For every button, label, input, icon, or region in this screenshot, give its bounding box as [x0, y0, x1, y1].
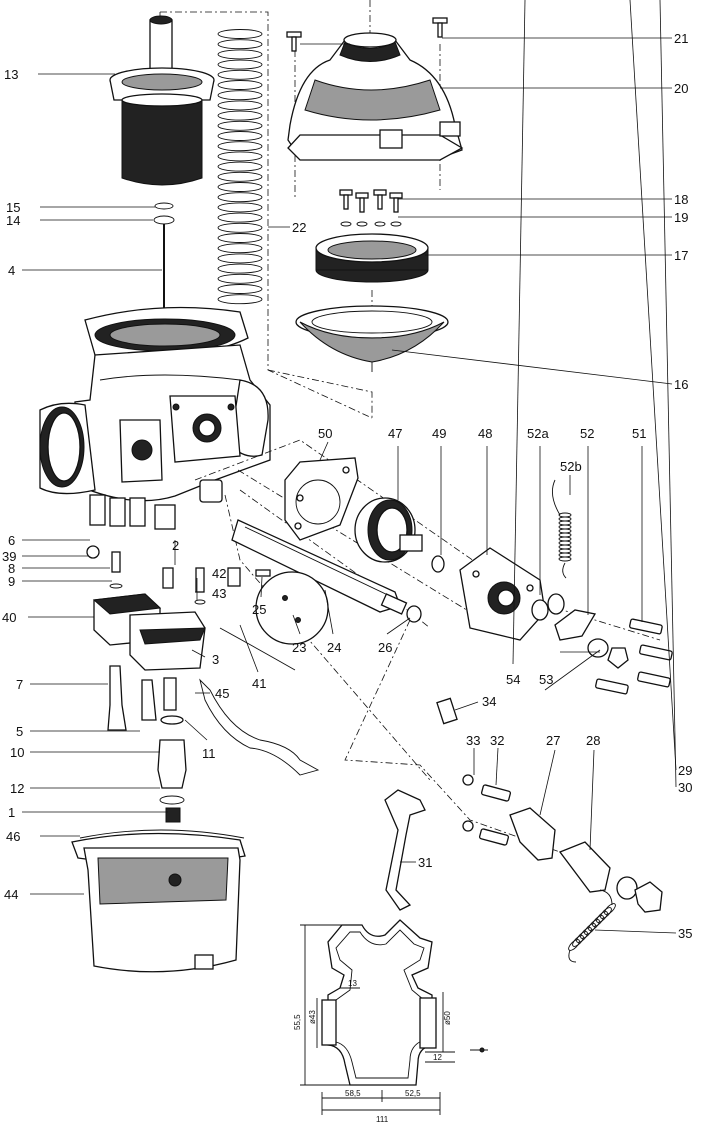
callout-52: 52: [580, 426, 594, 441]
left-column-parts: [86, 545, 296, 823]
callout-10: 10: [10, 745, 24, 760]
callout-52a: 52a: [527, 426, 549, 441]
callout-1: 1: [8, 805, 15, 820]
choke-rotor: [354, 497, 423, 563]
callout-5: 5: [16, 724, 23, 739]
carb-profile-drawing: [300, 919, 488, 1115]
callout-43: 43: [212, 586, 226, 601]
screw-42: [227, 567, 241, 587]
callout-51: 51: [632, 426, 646, 441]
callout-52b: 52b: [560, 459, 582, 474]
callout-2: 2: [172, 538, 179, 553]
callout-8: 8: [8, 561, 15, 576]
callout-19: 19: [674, 210, 688, 225]
callout-4: 4: [8, 263, 15, 278]
callout-30: 30: [678, 780, 692, 795]
callout-42: 42: [212, 566, 226, 581]
callout-49: 49: [432, 426, 446, 441]
callout-24: 24: [327, 640, 341, 655]
washer-53: [587, 638, 609, 658]
throttle-return-spring: [568, 889, 616, 963]
callout-13: 13: [4, 67, 18, 82]
callout-45: 45: [215, 686, 229, 701]
diaphragm-retaining-ring: [315, 233, 429, 283]
callout-18: 18: [674, 192, 688, 207]
choke-washer-2: [547, 593, 565, 615]
callout-32: 32: [490, 733, 504, 748]
choke-gasket: [284, 457, 359, 541]
callout-54: 54: [506, 672, 520, 687]
dim-12: 12: [433, 1053, 442, 1062]
float-bowl: [71, 829, 246, 973]
callout-28: 28: [586, 733, 600, 748]
callout-34: 34: [482, 694, 496, 709]
dim-58-5: 58,5: [345, 1089, 361, 1098]
diaphragm: [295, 305, 449, 372]
callout-25: 25: [252, 602, 266, 617]
float-wire-clip: [199, 678, 320, 776]
choke-return-spring: [551, 479, 572, 579]
callout-44: 44: [4, 887, 18, 902]
leader-lines: [22, 0, 677, 934]
callout-31: 31: [418, 855, 432, 870]
choke-washer: [531, 599, 549, 621]
callout-16: 16: [674, 377, 688, 392]
callout-26: 26: [378, 640, 392, 655]
callout-labels: 13 15 14 4 22 21 20 18 19 17 16 50 47 49…: [2, 31, 692, 941]
callout-21: 21: [674, 31, 688, 46]
throttle-linkage: [384, 697, 663, 913]
dim-111: 111: [376, 1115, 389, 1124]
throttle-shaft: [231, 519, 408, 615]
callout-40: 40: [2, 610, 16, 625]
dim-43: ø43: [308, 1010, 317, 1024]
callout-29: 29: [678, 763, 692, 778]
callout-27: 27: [546, 733, 560, 748]
callout-12: 12: [10, 781, 24, 796]
callout-47: 47: [388, 426, 402, 441]
cover-screws: [286, 17, 448, 52]
dim-52-5: 52,5: [405, 1089, 421, 1098]
dim-55-5: 55,5: [293, 1014, 302, 1030]
throttle-butterfly: [255, 571, 329, 645]
callout-46: 46: [6, 829, 20, 844]
callout-35: 35: [678, 926, 692, 941]
callout-53: 53: [539, 672, 553, 687]
dash-guides-mid: [194, 439, 661, 853]
choke-housing: [459, 547, 546, 641]
callout-50: 50: [318, 426, 332, 441]
callout-14: 14: [6, 213, 20, 228]
slide-piston: [109, 15, 215, 186]
dim-50: ø50: [443, 1011, 452, 1025]
callout-22: 22: [292, 220, 306, 235]
callout-48: 48: [478, 426, 492, 441]
shaft-seal-26: [406, 605, 422, 623]
callout-39: 39: [2, 549, 16, 564]
callout-17: 17: [674, 248, 688, 263]
callout-20: 20: [674, 81, 688, 96]
callout-23: 23: [292, 640, 306, 655]
callout-9: 9: [8, 574, 15, 589]
carburetor-body: [39, 306, 271, 530]
callout-41: 41: [252, 676, 266, 691]
callout-15: 15: [6, 200, 20, 215]
slide-spring: [217, 29, 263, 305]
choke-lever: [554, 609, 597, 641]
callout-3: 3: [212, 652, 219, 667]
butterfly-screw: [255, 569, 271, 577]
callout-33: 33: [466, 733, 480, 748]
choke-screws: [595, 618, 673, 695]
dim-13: 13: [348, 979, 357, 988]
choke-seal-ring: [431, 555, 445, 573]
carburetor-top-cover: [287, 32, 464, 161]
callout-11: 11: [202, 746, 216, 761]
callout-7: 7: [16, 677, 23, 692]
callout-6: 6: [8, 533, 15, 548]
diaphragm-ring-screws: [339, 189, 403, 227]
profile-dimension-labels: 13 55,5 ø43 ø50 12 58,5 52,5 111: [293, 979, 452, 1124]
nut-54: [607, 647, 629, 669]
